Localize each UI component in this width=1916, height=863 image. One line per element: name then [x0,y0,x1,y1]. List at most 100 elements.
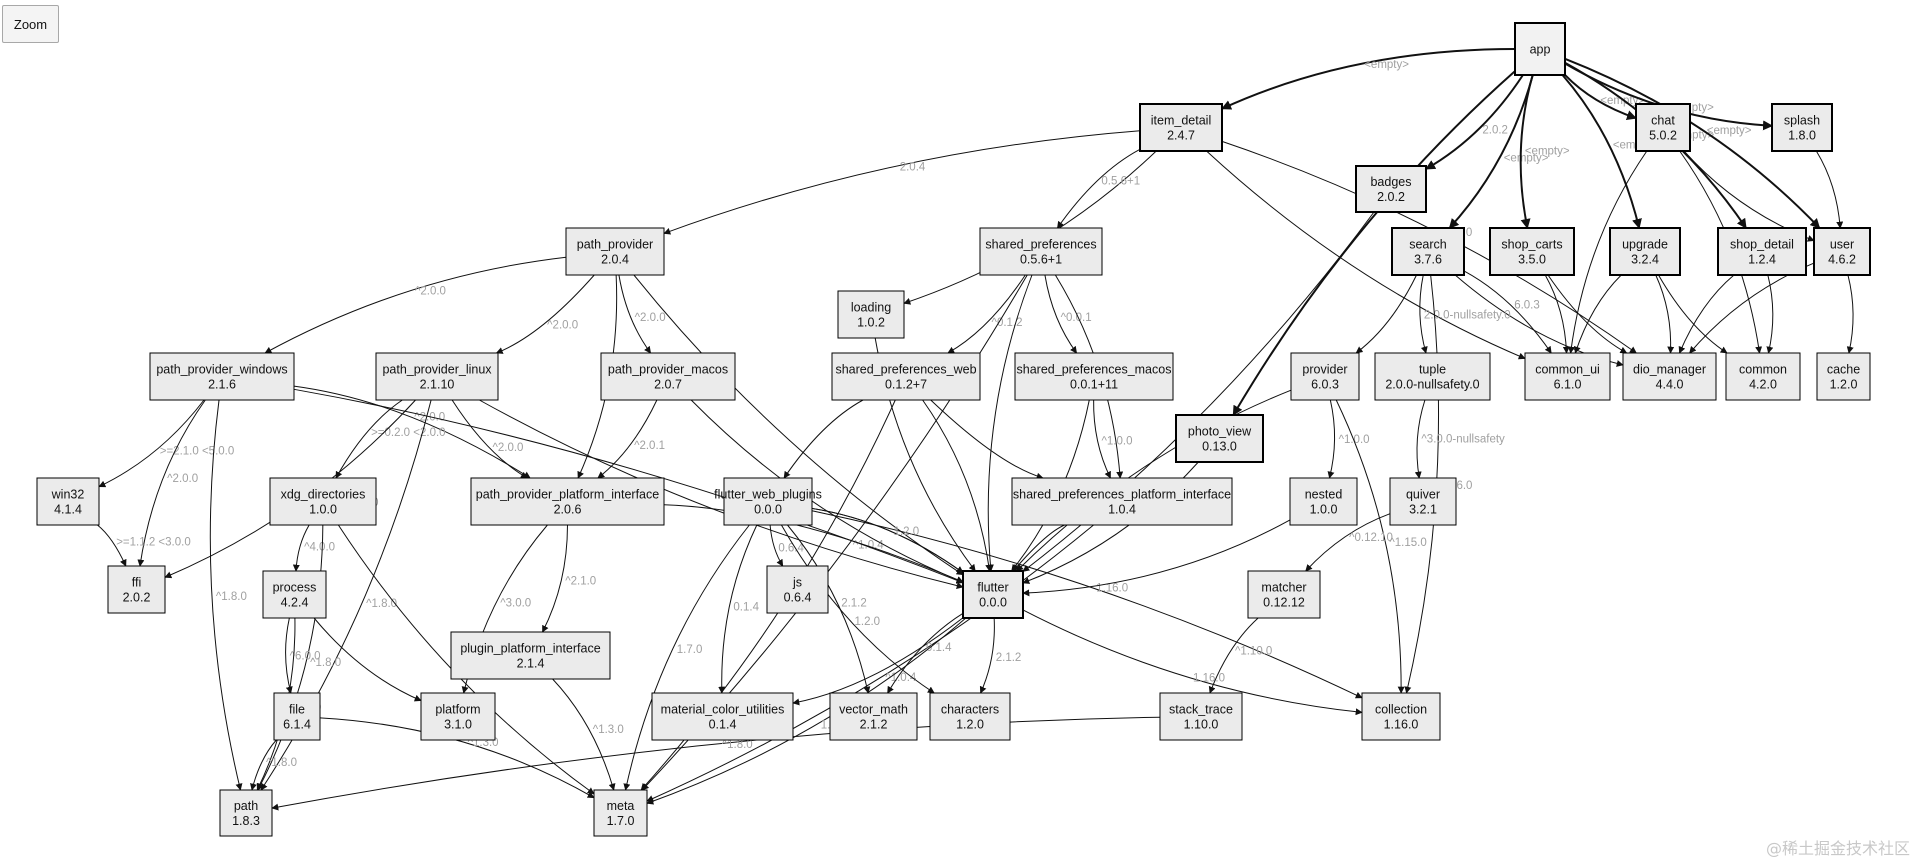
edge-path_provider-to-path_provider_macos [618,274,652,354]
node-box [1247,570,1321,619]
edge-label: 2.1.2 [996,652,1022,664]
edge-label: 1.2.0 [855,616,881,628]
node-box [837,290,905,339]
node-box [420,692,496,741]
zoom-button[interactable]: Zoom [2,5,59,43]
node-name: item_detail [1151,114,1211,128]
node-shared_preferences_platform_interface[interactable]: shared_preferences_platform_interface1.0… [1011,477,1233,526]
node-version: 0.0.0 [979,596,1007,610]
edge-path_provider-to-flutter [633,274,964,576]
node-version: 0.0.1+11 [1070,378,1118,392]
node-version: 2.4.7 [1167,129,1195,143]
edge-label: ^1.8.0 [310,657,341,669]
node-name: material_color_utilities [661,703,785,717]
node-box [470,477,665,526]
node-version: 2.1.10 [420,378,455,392]
node-version: 1.2.0 [1830,378,1858,392]
node-js[interactable]: js0.6.4 [766,565,829,614]
node-box [149,352,295,401]
node-name: tuple [1419,363,1446,377]
node-name: badges [1370,175,1411,189]
edge-label: ^1.0.0 [1102,436,1133,448]
node-version: 1.0.0 [309,503,337,517]
edge-label: ^2.0.0 [414,412,445,424]
edge-flutter_web_plugins-to-characters [780,524,935,694]
edge-label: ^2.0.0 [415,285,446,297]
node-box [1717,227,1807,276]
node-box [1361,692,1441,741]
edge-label: 1.2.0 [894,526,920,538]
node-box [1139,103,1223,152]
edge-flutter-to-vector_math [887,612,964,694]
node-box [375,352,499,401]
edge-provider-to-collection [1335,399,1405,694]
node-common_ui[interactable]: common_ui6.1.0 [1524,352,1611,401]
edge-shared_preferences_web-to-shared_preferences_platform_interface [930,399,1044,480]
edge-label: >=2.1.0 <5.0.0 [160,445,235,457]
edge-label: ^1.10.0 [1235,646,1272,658]
node-name: process [273,581,317,595]
node-app[interactable]: app [1514,22,1566,76]
edge-shared_preferences-to-shared_preferences_macos [1044,274,1078,354]
node-version: 2.0.6 [554,503,582,517]
edge-path_provider-to-path_provider_windows [264,256,567,354]
edge-label: 2.0.4 [900,161,926,173]
edge-label: ^1.15.0 [1389,537,1426,549]
edge-path_provider_macos-to-flutter [690,399,964,584]
node-box [36,477,100,526]
node-box [600,352,736,401]
node-name: platform [435,703,480,717]
edge-flutter-to-collection [1022,609,1363,716]
node-version: 4.1.4 [54,503,82,517]
edge-flutter-to-characters [979,617,995,694]
edge-path_provider_linux-to-path_provider_platform_interface [451,399,528,479]
node-version: 1.2.4 [1748,253,1776,267]
node-name: flutter [977,581,1008,595]
edge-matcher-to-stack_trace [1208,617,1259,694]
